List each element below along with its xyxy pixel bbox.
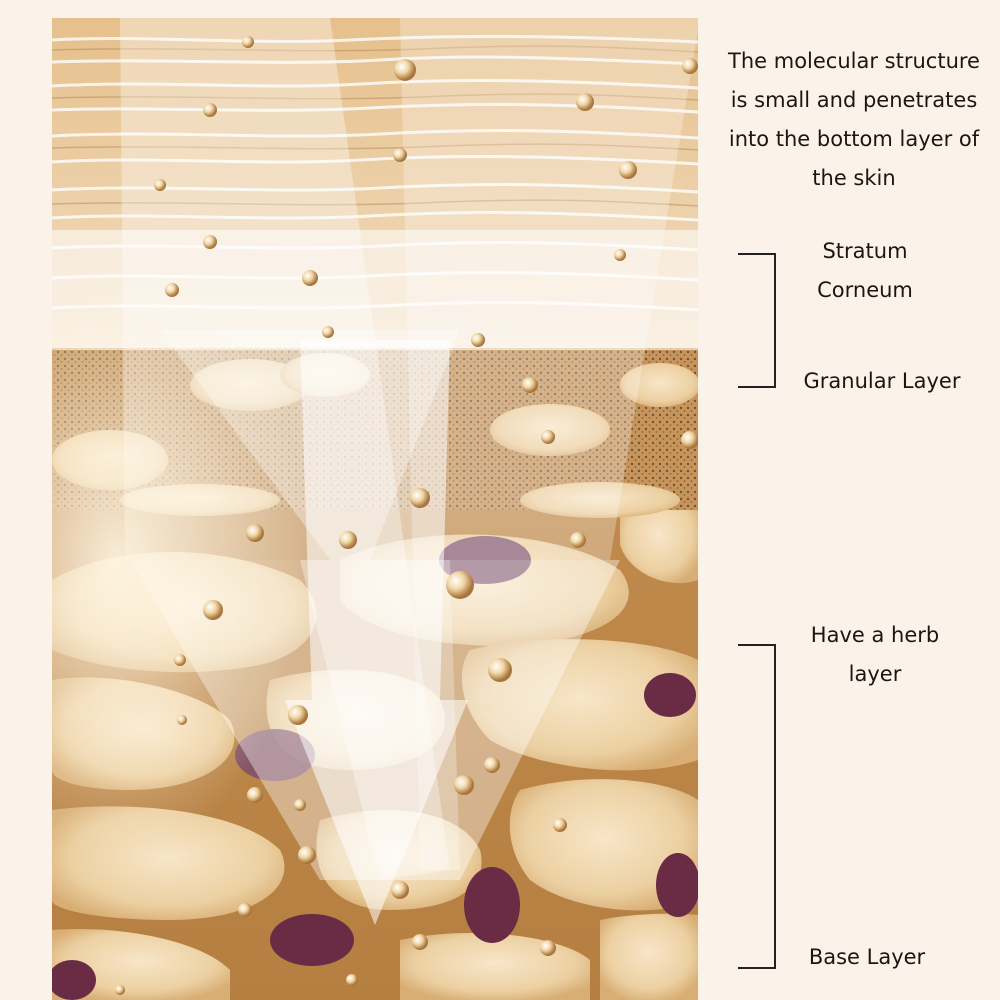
label-stratum-corneum: Stratum Corneum	[785, 232, 945, 310]
penetration-arrows	[52, 18, 698, 1000]
label-line: Have a herb	[810, 623, 940, 647]
molecule-bubbles	[115, 36, 698, 995]
headline-line: The molecular structure	[728, 49, 980, 73]
layer-brackets	[738, 253, 776, 969]
headline-line: the skin	[812, 166, 896, 190]
label-line: Corneum	[817, 278, 913, 302]
headline-caption: The molecular structure is small and pen…	[718, 42, 990, 198]
headline-line: is small and penetrates	[730, 88, 978, 112]
label-herb-layer: Have a herb layer	[790, 616, 960, 694]
label-base-layer: Base Layer	[808, 945, 926, 969]
label-granular-layer: Granular Layer	[803, 369, 961, 393]
label-line: layer	[848, 662, 902, 686]
label-line: Stratum	[822, 239, 908, 263]
headline-line: into the bottom layer of	[728, 127, 980, 151]
